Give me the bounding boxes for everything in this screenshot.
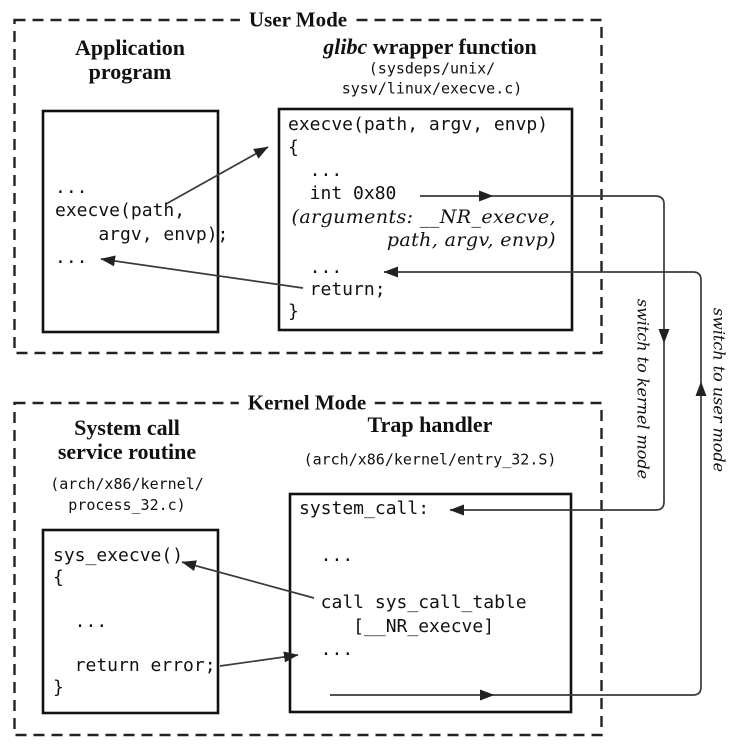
arrow-return-error [219, 651, 299, 667]
service-routine-source-path: (arch/x86/kernel/ process_32.c) [50, 475, 204, 514]
switch-to-kernel-mode-label: switch to kernel mode [633, 298, 653, 480]
arrow-back-to-glibc [383, 266, 702, 382]
arrow-call-sys-execve [181, 560, 315, 599]
switch-to-user-mode-label: switch to user mode [709, 307, 729, 473]
line-switch-to-kernel-down [493, 195, 670, 344]
arrow-into-system-call [449, 343, 665, 516]
glibc-source-path: (sysdeps/unix/ sysv/linux/execve.c) [341, 59, 523, 98]
trap-handler-title: Trap handler [367, 412, 493, 437]
trap-handler-source-path: (arch/x86/kernel/entry_32.S) [303, 450, 557, 469]
trap-handler-box [288, 492, 573, 714]
glibc-word: glibc [323, 34, 368, 59]
application-program-title: Application program [74, 35, 186, 84]
glibc-code-bottom: ... return; } [288, 257, 386, 322]
trap-handler-code: system_call: ... call sys_call_table [__… [299, 498, 527, 660]
application-program-box [41, 109, 220, 334]
kernel-mode-label: Kernel Mode [238, 390, 376, 416]
glibc-code-top: execve(path, argv, envp) { ... int 0x80 [288, 114, 549, 204]
glibc-wrapper-title: glibc wrapper function [323, 35, 537, 59]
glibc-title-rest: wrapper function [367, 34, 537, 59]
glibc-wrapper-box [277, 107, 574, 332]
line-switch-to-user-up [494, 381, 707, 696]
service-routine-title: System call service routine [57, 415, 197, 464]
user-mode-label: User Mode [239, 7, 357, 33]
arrow-execve-call [165, 146, 269, 205]
service-routine-code: sys_execve() { ... return error; } [53, 545, 216, 698]
glibc-arguments-note: (arguments: __NR_execve, path, argv, env… [291, 206, 556, 251]
service-routine-box [41, 528, 220, 715]
application-program-code: ... execve(path, argv, envp); ... [55, 177, 229, 269]
arrow-glibc-return [100, 255, 304, 289]
